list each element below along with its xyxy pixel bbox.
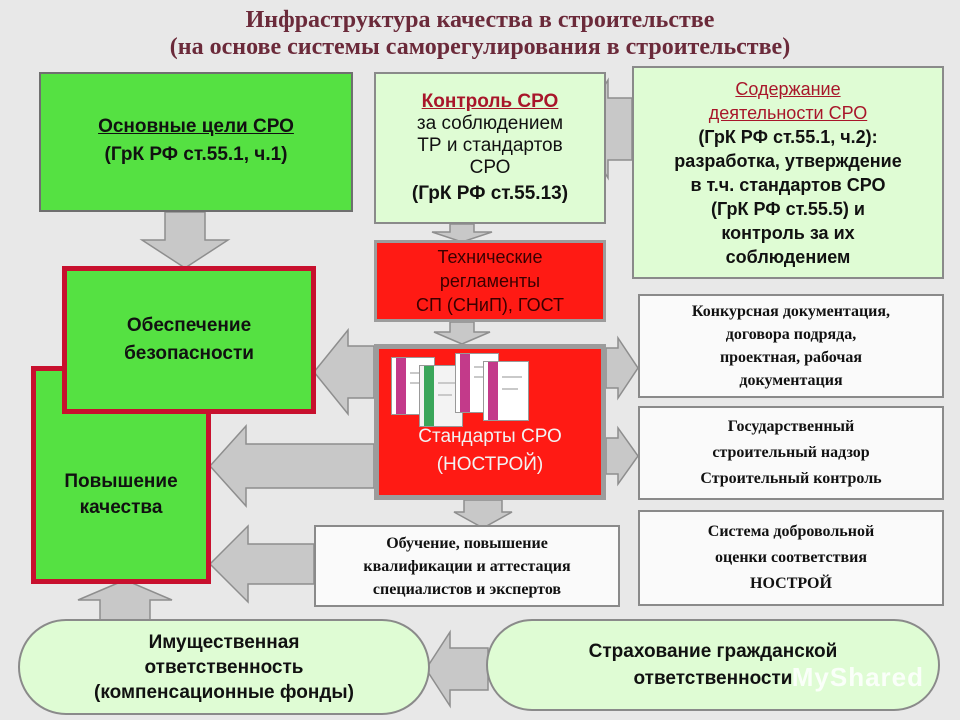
- content-body-6: соблюдением: [725, 246, 851, 267]
- content-body-1: (ГрК РФ ст.55.1, ч.2):: [698, 126, 878, 147]
- title-line-1: Инфраструктура качества в строительстве: [245, 7, 715, 33]
- safety-line-1: Обеспечение: [126, 315, 252, 336]
- arrow-regs-to-standards: [433, 321, 491, 345]
- property-line-1: Имущественная: [148, 631, 300, 653]
- tender-line-2: договора подряда,: [725, 326, 857, 343]
- insurance-line-2: ответственности: [633, 668, 793, 689]
- control-body-2: ТР и стандартов: [417, 135, 563, 156]
- supervision-box: Государственный строительный надзор Стро…: [638, 406, 944, 500]
- regs-line-1: Технические: [437, 247, 543, 267]
- tender-line-1: Конкурсная документация,: [691, 303, 891, 320]
- tender-line-4: документация: [739, 372, 843, 389]
- property-liability-oval: Имущественная ответственность (компенсац…: [18, 619, 430, 715]
- quality-line-1: Повышение: [64, 471, 178, 492]
- title-line-2: (на основе системы саморегулирования в с…: [169, 34, 791, 60]
- tender-docs-box: Конкурсная документация, договора подряд…: [638, 294, 944, 398]
- training-line-1: Обучение, повышение: [386, 534, 548, 552]
- control-body-1: за соблюдением: [416, 113, 564, 134]
- arrow-control-to-regs: [431, 223, 493, 243]
- content-body-4: (ГрК РФ ст.55.5) и: [711, 198, 865, 219]
- conformity-line-1: Система добровольной: [707, 523, 875, 540]
- arrow-goals-to-safety: [139, 211, 231, 269]
- training-box: Обучение, повышение квалификации и аттес…: [314, 525, 620, 607]
- watermark-logo: MyShared: [791, 662, 924, 692]
- regs-line-3: СП (СНиП), ГОСТ: [415, 295, 565, 315]
- regs-line-2: регламенты: [439, 271, 541, 291]
- arrow-standards-to-tender: [605, 335, 639, 401]
- standards-box: Стандарты СРО (НОСТРОЙ): [374, 344, 606, 500]
- property-line-2: ответственность: [144, 656, 304, 678]
- arrow-standards-to-quality: [208, 424, 375, 508]
- content-body-3: в т.ч. стандартов СРО: [690, 174, 886, 195]
- content-body-5: контроль за их: [721, 222, 855, 243]
- standards-line-2: (НОСТРОЙ): [436, 454, 544, 475]
- content-head-1: Содержание: [735, 78, 841, 99]
- control-ref: (ГрК РФ ст.55.13): [411, 183, 569, 204]
- goals-head: Основные цели СРО: [98, 116, 294, 137]
- quality-line-2: качества: [79, 497, 163, 518]
- control-box: Контроль СРО за соблюдением ТР и стандар…: [374, 72, 606, 224]
- conformity-line-3: НОСТРОЙ: [750, 575, 832, 592]
- arrow-standards-to-supervision: [605, 425, 639, 487]
- insurance-oval: Страхование гражданской ответственности: [486, 619, 940, 711]
- tech-regs-box: Технические регламенты СП (СНиП), ГОСТ: [374, 240, 606, 322]
- safety-box: Обеспечение безопасности: [62, 266, 316, 414]
- content-box: Содержание деятельности СРО (ГрК РФ ст.5…: [632, 66, 944, 279]
- goals-box: Основные цели СРО (ГрК РФ ст.55.1, ч.1): [39, 72, 353, 212]
- control-body-3: СРО: [469, 157, 511, 178]
- goals-ref: (ГрК РФ ст.55.1, ч.1): [104, 144, 288, 165]
- tender-line-3: проектная, рабочая: [719, 349, 863, 366]
- insurance-line-1: Страхование гражданской: [588, 641, 838, 662]
- supervision-line-3: Строительный контроль: [700, 470, 882, 487]
- conformity-line-2: оценки соответствия: [715, 549, 867, 566]
- conformity-box: Система добровольной оценки соответствия…: [638, 510, 944, 606]
- training-line-3: специалистов и экспертов: [372, 580, 562, 598]
- standard-doc-image-4: [483, 361, 529, 421]
- arrow-property-to-quality: [77, 579, 173, 623]
- control-head: Контроль СРО: [421, 91, 559, 112]
- arrow-insurance-to-property: [425, 629, 489, 709]
- supervision-line-2: строительный надзор: [712, 444, 870, 461]
- arrow-standards-to-training: [453, 499, 513, 529]
- property-line-3: (компенсационные фонды): [94, 681, 354, 703]
- arrow-training-to-quality: [208, 524, 315, 604]
- standards-line-1: Стандарты СРО: [418, 426, 562, 447]
- arrow-standards-to-safety: [313, 327, 375, 417]
- training-line-2: квалификации и аттестация: [363, 557, 571, 575]
- supervision-line-1: Государственный: [727, 418, 855, 435]
- content-body-2: разработка, утверждение: [674, 150, 902, 171]
- content-head-2: деятельности СРО: [708, 102, 868, 123]
- safety-line-2: безопасности: [124, 343, 254, 364]
